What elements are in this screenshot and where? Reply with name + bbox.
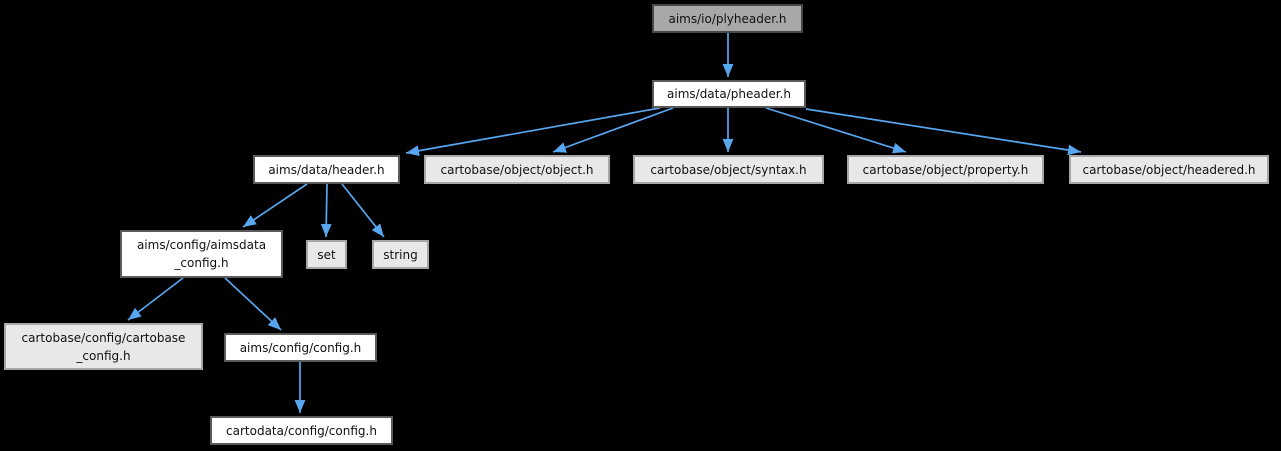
node-label: cartobase/config/cartobase	[21, 330, 186, 345]
edge-header-aimsdata-config	[242, 183, 308, 228]
node-headered: cartobase/object/headered.h	[1069, 155, 1269, 184]
node-label: aims/data/header.h	[268, 162, 385, 177]
edge-pheader-header	[405, 107, 661, 157]
node-cartobase-config: cartobase/config/cartobase _config.h	[4, 323, 203, 370]
edge-header-set	[320, 183, 332, 238]
node-plyheader: aims/io/plyheader.h	[652, 4, 803, 33]
node-label: aims/io/plyheader.h	[668, 11, 787, 26]
node-property: cartobase/object/property.h	[847, 155, 1044, 184]
node-aimsdata-config[interactable]: aims/config/aimsdata _config.h	[120, 230, 283, 278]
node-label: cartodata/config/config.h	[226, 423, 377, 438]
node-pheader[interactable]: aims/data/pheader.h	[652, 80, 806, 108]
node-cartodata-config[interactable]: cartodata/config/config.h	[210, 416, 393, 445]
edge-pheader-headered	[805, 108, 1082, 156]
edge-aimsdata-config-cartobase-config	[127, 277, 184, 321]
node-object: cartobase/object/object.h	[424, 155, 610, 184]
node-label: set	[317, 247, 336, 262]
node-label: _config.h	[76, 348, 131, 363]
node-label: string	[383, 247, 418, 262]
edge-header-string	[341, 183, 385, 238]
node-header[interactable]: aims/data/header.h	[253, 155, 400, 184]
node-label: cartobase/object/headered.h	[1082, 162, 1256, 177]
edges-group	[127, 33, 1082, 413]
node-label: _config.h	[174, 256, 229, 270]
node-label: cartobase/object/syntax.h	[650, 162, 807, 177]
node-label: aims/config/config.h	[239, 340, 362, 355]
node-set: set	[306, 240, 347, 269]
edge-pheader-object	[552, 107, 674, 153]
node-label: aims/config/aimsdata	[136, 238, 267, 252]
node-label: aims/data/pheader.h	[667, 87, 791, 101]
edge-aimsdata-config-aims-config	[224, 277, 282, 331]
node-label: cartobase/object/property.h	[862, 162, 1029, 177]
node-syntax: cartobase/object/syntax.h	[633, 155, 824, 184]
edge-pheader-property	[765, 107, 907, 154]
node-aims-config[interactable]: aims/config/config.h	[224, 333, 377, 362]
node-label: cartobase/object/object.h	[440, 162, 594, 177]
node-string: string	[372, 240, 429, 269]
